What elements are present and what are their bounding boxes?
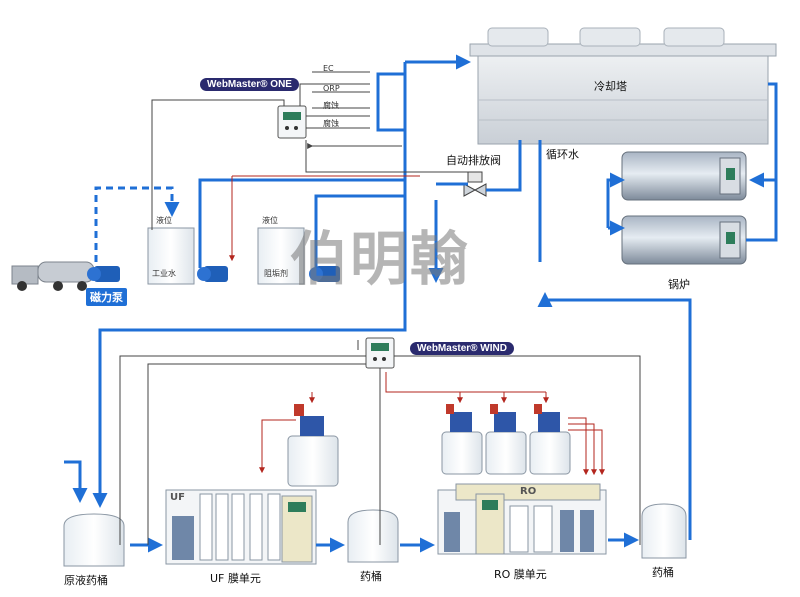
ro-tag: RO <box>520 486 537 497</box>
boiler-label: 锅炉 <box>668 278 690 291</box>
corrosion-label-1: 腐蚀 <box>323 101 339 110</box>
corrosion-label-2: 腐蚀 <box>323 119 339 128</box>
raw-tank-label: 原液药桶 <box>64 574 108 587</box>
dosing-tank-ro-1 <box>441 404 483 475</box>
right-tank-label: 药桶 <box>652 566 674 579</box>
tanker-truck <box>11 261 95 291</box>
watermark: 伯明翰 <box>290 225 471 293</box>
webmaster-one-controller <box>277 105 307 139</box>
raw-liquid-tank <box>63 513 125 567</box>
valve-label: 自动排放阀 <box>446 154 501 167</box>
scale-inhibitor-tank <box>257 227 305 285</box>
orp-label: ORP <box>323 84 340 93</box>
webmaster-wind-label: WebMaster® WIND <box>410 342 514 355</box>
dosing-tank-uf <box>287 404 339 487</box>
dosing-tank-ro-3 <box>529 404 571 475</box>
scale-inhibitor-pump <box>309 266 340 282</box>
webmaster-one-label: WebMaster® ONE <box>200 78 299 91</box>
industrial-water-tank <box>147 227 195 285</box>
magnetic-pump <box>87 266 120 282</box>
ro-membrane-unit <box>437 483 607 555</box>
dosing-lines <box>229 175 605 476</box>
webmaster-wind-controller <box>365 337 395 369</box>
ec-label: EC <box>323 64 334 73</box>
uf-unit-label: UF 膜单元 <box>210 572 261 585</box>
uf-membrane-unit <box>165 489 317 565</box>
ro-unit-label: RO 膜单元 <box>494 568 547 581</box>
dosing-tank-ro-2 <box>485 404 527 475</box>
medicine-tank-middle <box>347 509 399 563</box>
industrial-water-pump <box>197 266 228 282</box>
cooling-tower-label: 冷却塔 <box>594 80 627 93</box>
medicine-tank-right <box>641 503 687 559</box>
industrial-water-label: 工业水 <box>152 269 176 278</box>
magnetic-pump-dashed-line <box>94 186 180 262</box>
auto-discharge-valve <box>463 171 487 197</box>
middle-tank-label: 药桶 <box>360 570 382 583</box>
scale-inhibitor-level-label: 液位 <box>262 216 278 225</box>
magnetic-pump-label: 磁力泵 <box>86 288 127 306</box>
uf-tag: UF <box>170 492 185 503</box>
boiler-upper <box>621 151 747 201</box>
scale-inhibitor-label: 阻垢剂 <box>264 269 288 278</box>
circulating-water-label: 循环水 <box>546 148 579 161</box>
water-lines <box>64 54 778 553</box>
industrial-water-level-label: 液位 <box>156 216 172 225</box>
cooling-tower <box>469 27 777 145</box>
boiler-lower <box>621 215 747 265</box>
signal-lines <box>119 71 641 545</box>
